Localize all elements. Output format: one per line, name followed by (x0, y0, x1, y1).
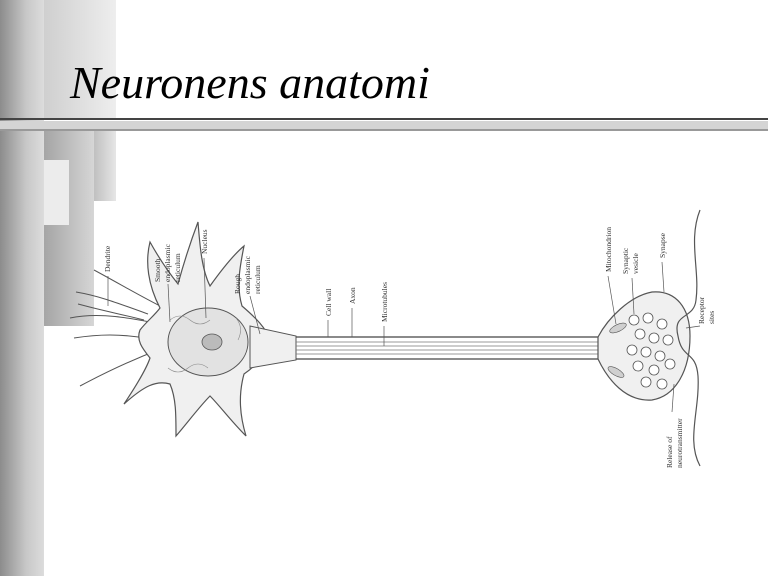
title-underline (0, 118, 768, 131)
axon (296, 336, 600, 360)
label-release-nt-line1: Release of (665, 436, 674, 468)
label-smooth-er-line1: Smooth (153, 258, 162, 282)
microtubules (296, 341, 600, 355)
label-microtubules: Microtubules (380, 282, 389, 322)
label-rough-er-line3: reticulum (253, 265, 262, 294)
label-release-nt-line2: neurotransmitter (675, 418, 684, 468)
rough-er (167, 315, 241, 373)
label-cell-wall: Cell wall (324, 289, 333, 316)
decor-bar-tall (0, 0, 44, 576)
postsynaptic-membrane (676, 209, 701, 467)
synaptic-vesicles (626, 312, 676, 390)
axon-hillock (249, 325, 297, 369)
label-receptor-sites-line1: Receptor (697, 296, 706, 324)
label-synapse: Synapse (658, 232, 667, 258)
label-synaptic-vesicle-line2: vesicle (631, 253, 640, 274)
label-synaptic-vesicle-line1: Synaptic (621, 247, 630, 274)
label-dendrite: Dendrite (103, 245, 112, 272)
mitochondria (607, 322, 627, 378)
label-mitochondrion: Mitochondrion (604, 227, 613, 272)
label-nucleus: Nucleus (200, 229, 209, 254)
decor-bar-upper (44, 0, 116, 118)
label-rough-er-line1: Rough (233, 274, 242, 294)
diagram-labels: Dendrite Smooth endoplasmic reticulum Nu… (103, 227, 716, 468)
decor-bar-mid-2 (94, 131, 116, 201)
neuron-diagram: Dendrite Smooth endoplasmic reticulum Nu… (69, 209, 716, 468)
label-receptor-sites-line2: sites (707, 311, 716, 324)
decor-bar-mid-3 (44, 160, 69, 225)
leader-lines (107, 257, 701, 413)
label-rough-er-line2: endoplasmic (243, 255, 252, 294)
label-smooth-er-line2: endoplasmic (163, 243, 172, 282)
nucleolus (201, 333, 223, 351)
label-axon: Axon (348, 287, 357, 304)
label-smooth-er-line3: reticulum (173, 253, 182, 282)
slide-title: Neuronens anatomi (70, 57, 430, 108)
